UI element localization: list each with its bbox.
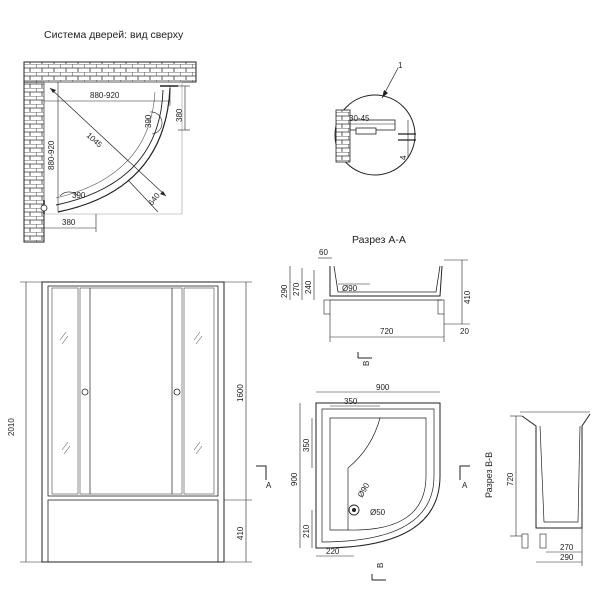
detail-circle [334,94,416,176]
brick-wall-top [23,61,197,83]
right-panel-380-label: 380 [175,108,184,122]
bb-720-label: 720 [506,472,515,486]
total-height-label: 2010 [7,418,16,436]
door-handle-left-icon [81,388,89,396]
top-view-plan: 1045 880-920 880-920 380 390 390 640 [23,61,197,243]
aa-270-label: 270 [292,282,301,296]
section-marker-b-top: B [362,361,371,366]
tray-210-label: 210 [302,524,311,538]
section-marker-b-bottom: B [376,563,385,568]
tray-350-top-label: 350 [344,397,358,406]
cabin-frame [41,281,225,563]
thickness-4-label: 4 [399,155,408,160]
section-marker-a-left: A [266,481,272,490]
tray-step [329,417,381,531]
aa-hole-label: Ø90 [342,284,358,293]
callout-number: 1 [398,61,403,70]
door-390-left-label: 390 [72,191,86,200]
door-handle-right-icon [173,388,181,396]
section-aa-caption: Разрез А-А [352,234,406,246]
door-390-right-label: 390 [144,114,153,128]
tray-hole90-label: Ø90 [356,481,372,499]
aa-410-label: 410 [463,290,472,304]
width-label: 880-920 [90,91,120,100]
section-bb-caption: Разрез В-В [484,452,494,498]
section-aa-view: Ø90 60 290 270 240 410 720 20 [280,248,472,342]
curved-door-inner [55,89,164,206]
tray-hole50-label: Ø50 [370,508,386,517]
diagonal-line [49,87,167,197]
cabin-height-label: 1600 [236,384,245,402]
aa-60-label: 60 [319,248,328,257]
section-marker-a-right: A [462,481,468,490]
tray-350-left-label: 350 [302,438,311,452]
gap-30-45-label: 30-45 [349,114,370,123]
tray-base [47,499,219,563]
curved-door-outer [57,87,171,213]
aa-290-label: 290 [280,284,289,298]
bb-270-label: 270 [560,543,574,552]
section-bb-view: 720 Разрез В-В 270 290 [484,411,591,566]
brick-wall-left [23,81,45,243]
corner-joint-icon [40,204,48,212]
aa-720-label: 720 [380,327,394,336]
bb-290-label: 290 [560,553,574,562]
depth-label: 880-920 [47,140,56,170]
aa-20-label: 20 [460,327,469,336]
diagonal-label: 1045 [85,131,105,150]
tray-outer-outline [315,402,441,549]
top-view-caption: Система дверей: вид сверху [44,29,184,41]
arc-640-label: 640 [146,191,162,207]
front-view: 2010 1600 410 [7,281,252,563]
base-height-label: 410 [236,526,245,540]
profile-detail: 30-45 4 1 [334,61,416,176]
tray-220-label: 220 [326,547,340,556]
bottom-panel-380-label: 380 [62,218,76,227]
tray-900-left-label: 900 [290,472,299,486]
aa-240-label: 240 [304,280,313,294]
tray-plan-view: Ø90 Ø50 900 350 900 350 210 220 B B A A [256,352,470,581]
tray-900-top-label: 900 [376,383,390,392]
